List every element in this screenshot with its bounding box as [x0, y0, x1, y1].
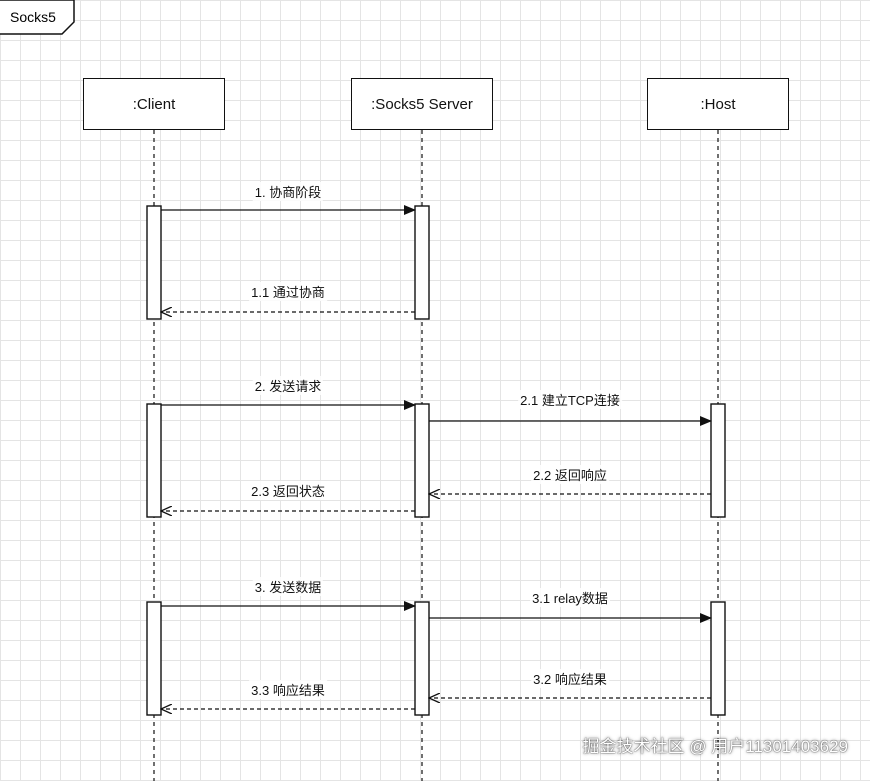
- participant-server: :Socks5 Server: [351, 78, 493, 130]
- message-label: 2. 发送请求: [252, 376, 324, 395]
- message-arrows: [161, 205, 712, 709]
- message-label: 1.1 通过协商: [249, 282, 327, 301]
- participant-client: :Client: [83, 78, 225, 130]
- frame-title: Socks5: [10, 9, 56, 25]
- activation-bar-server: [414, 601, 430, 716]
- message-label: 1. 协商阶段: [252, 182, 324, 201]
- activation-bar-host: [710, 601, 726, 716]
- activation-bar-host: [710, 403, 726, 518]
- message-label: 3. 发送数据: [252, 577, 324, 596]
- message-label: 3.2 响应结果: [531, 669, 609, 688]
- activation-bars: [146, 205, 726, 716]
- message-label: 3.3 响应结果: [249, 680, 327, 699]
- message-label: 2.2 返回响应: [531, 465, 609, 484]
- frame-tab-outline: [0, 0, 75, 35]
- watermark: 掘金技术社区 @ 用户11301403629: [582, 737, 848, 756]
- lifelines: [153, 130, 719, 781]
- message-label: 2.1 建立TCP连接: [518, 390, 622, 409]
- activation-bar-server: [414, 403, 430, 518]
- message-label: 2.3 返回状态: [249, 481, 327, 500]
- message-label: 3.1 relay数据: [530, 588, 610, 607]
- activation-bar-client: [146, 403, 162, 518]
- activation-bar-client: [146, 601, 162, 716]
- participant-host: :Host: [647, 78, 789, 130]
- activation-bar-client: [146, 205, 162, 320]
- activation-bar-server: [414, 205, 430, 320]
